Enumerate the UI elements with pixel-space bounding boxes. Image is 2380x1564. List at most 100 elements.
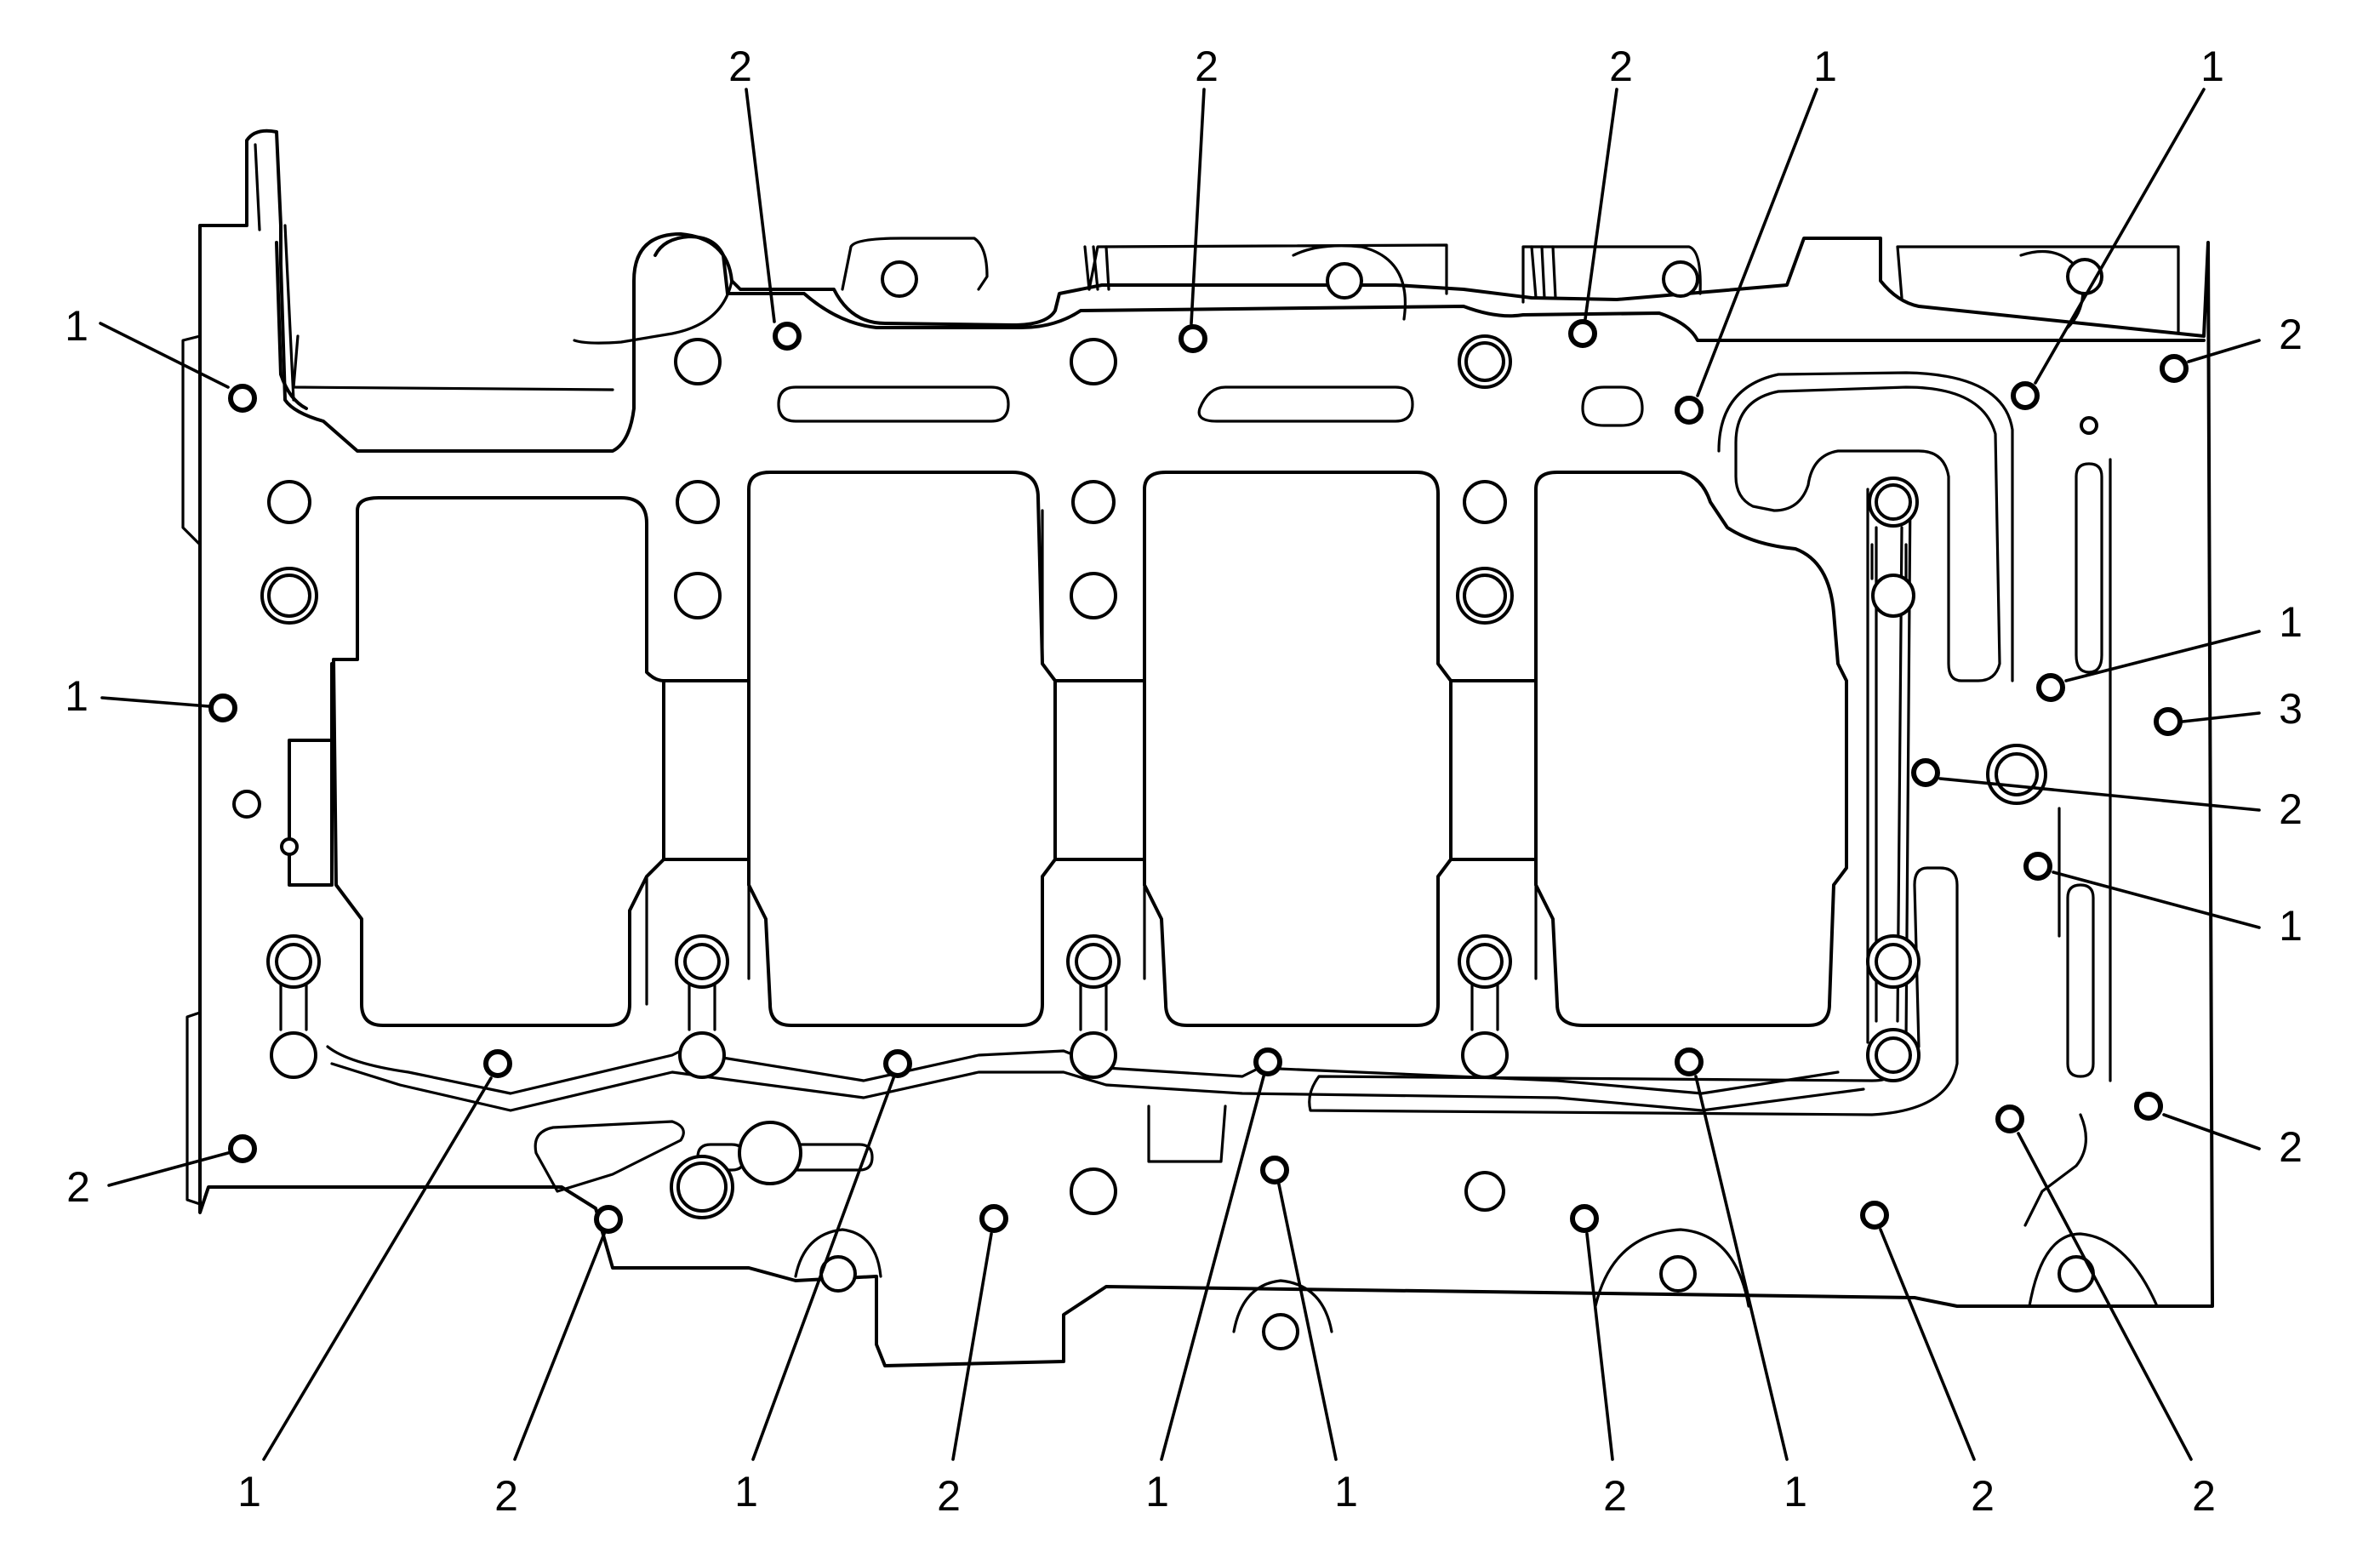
callout-label-c19: 1 (1145, 1468, 1169, 1515)
leader-c4 (1696, 88, 1818, 397)
bolt-c17 (883, 1049, 912, 1078)
connector-4 (1470, 977, 1499, 1031)
bay-2 (747, 471, 1057, 1027)
upper-slot-1 (777, 385, 1010, 423)
callout-label-c22: 1 (1784, 1468, 1807, 1515)
bolt-c1 (773, 322, 802, 351)
hole-bot-5b (1875, 1036, 1912, 1074)
bolt-c11 (1911, 758, 1940, 787)
bolt-c14 (2134, 1092, 2163, 1121)
bolt-c23 (1860, 1201, 1889, 1230)
bolt-c12 (2023, 852, 2052, 881)
leader-c1 (745, 88, 776, 323)
connector-5 (1870, 543, 1908, 580)
hole-bottom-edge-2 (1262, 1313, 1299, 1350)
top-left-tab-inner (254, 143, 295, 402)
callout-label-c14: 2 (2279, 1123, 2303, 1171)
bay-3 (1143, 471, 1453, 1027)
hole-low-5b (1875, 943, 1912, 980)
bolt-c4 (1675, 396, 1704, 425)
leader-c19 (1160, 1075, 1265, 1461)
boss-connectors (279, 543, 1908, 1031)
hole-low-4b (1466, 943, 1504, 980)
bolt-c8 (208, 694, 237, 722)
bolt-c6 (228, 384, 257, 413)
large-holes (232, 258, 2159, 1350)
hole-upper-3b (1464, 341, 1505, 382)
callout-label-c24: 2 (2192, 1472, 2216, 1520)
top-rib-lines (292, 237, 2180, 391)
callout-label-c20: 1 (1334, 1468, 1358, 1515)
leader-c23 (1879, 1228, 1976, 1461)
callout-label-c7: 2 (2279, 311, 2303, 358)
gasket-plate (275, 235, 2206, 410)
leader-c8 (100, 696, 210, 708)
leader-c24 (2017, 1132, 2193, 1461)
hole-row3-1b (267, 574, 311, 618)
hole-bottom-edge-3 (1659, 1255, 1697, 1293)
bolt-c3 (1568, 319, 1597, 348)
lower-right-curve (2023, 1113, 2088, 1227)
right-long-slot (2058, 458, 2112, 1082)
bolt-c9 (2036, 673, 2065, 702)
bolt-c20 (1260, 1156, 1289, 1184)
hole-left-small-1 (232, 790, 261, 819)
leader-c18 (951, 1232, 993, 1461)
bolt-c2 (1179, 324, 1207, 353)
hole-lower-c (1070, 1167, 1117, 1215)
left-flange-detail (181, 334, 202, 1206)
upper-slot-2 (1197, 385, 1414, 423)
bearing-web-lines (662, 679, 1538, 861)
hole-top-2 (1326, 262, 1363, 300)
hole-lower-d (1464, 1171, 1505, 1212)
lower-center-boss (1147, 1105, 1227, 1163)
hole-lower-b2 (676, 1162, 728, 1213)
leader-c14 (2162, 1113, 2261, 1150)
right-slot-lower (2066, 883, 2095, 1078)
callout-label-c5: 1 (2200, 43, 2224, 90)
hole-upper-1 (674, 338, 722, 385)
top-fins (1083, 245, 1557, 300)
leader-c13 (107, 1151, 230, 1187)
bulkhead-walls (645, 509, 1538, 1006)
bolt-c7 (2160, 354, 2189, 383)
bolt-holes (208, 319, 2189, 1234)
leader-c16 (513, 1232, 606, 1461)
callout-label-c3: 2 (1609, 43, 1633, 90)
hole-bot-3 (1070, 1031, 1117, 1079)
bolt-c21 (1570, 1204, 1599, 1233)
plate-outline (275, 235, 2206, 410)
hole-lower-a (738, 1121, 802, 1185)
bolt-c13 (228, 1134, 257, 1163)
right-j-channel-inner (1717, 371, 2014, 682)
leader-c12 (2052, 870, 2261, 929)
bolt-c24 (1995, 1105, 2024, 1133)
upper-slot-3 (1581, 385, 1644, 427)
hole-bot-2 (678, 1031, 726, 1079)
bolt-c10 (2154, 707, 2183, 736)
hole-top-1 (881, 260, 918, 298)
leader-c21 (1585, 1232, 1614, 1461)
leader-c5 (2034, 88, 2206, 385)
bolt-c22 (1675, 1047, 1704, 1076)
connector-1 (279, 977, 308, 1031)
hole-row2-5b (1875, 483, 1912, 521)
leader-c20 (1277, 1183, 1338, 1461)
hole-upper-2 (1070, 338, 1117, 385)
callout-label-c1: 2 (728, 43, 752, 90)
bottom-edge-arcs (794, 1228, 2159, 1333)
hole-left-small-2 (280, 837, 299, 856)
hole-low-1b (275, 943, 312, 980)
leader-c6 (99, 322, 230, 389)
callout-label-c8: 1 (65, 672, 88, 720)
connector-3 (1079, 977, 1108, 1031)
bay-4 (1534, 471, 1848, 1027)
hole-row3-5 (1871, 574, 1915, 618)
bolt-c5 (2011, 381, 2040, 410)
right-lower-channel (1308, 866, 1959, 1116)
lower-gallery (326, 1045, 1865, 1112)
leader-c9 (2064, 630, 2261, 682)
callout-label-c11: 2 (2279, 785, 2303, 833)
